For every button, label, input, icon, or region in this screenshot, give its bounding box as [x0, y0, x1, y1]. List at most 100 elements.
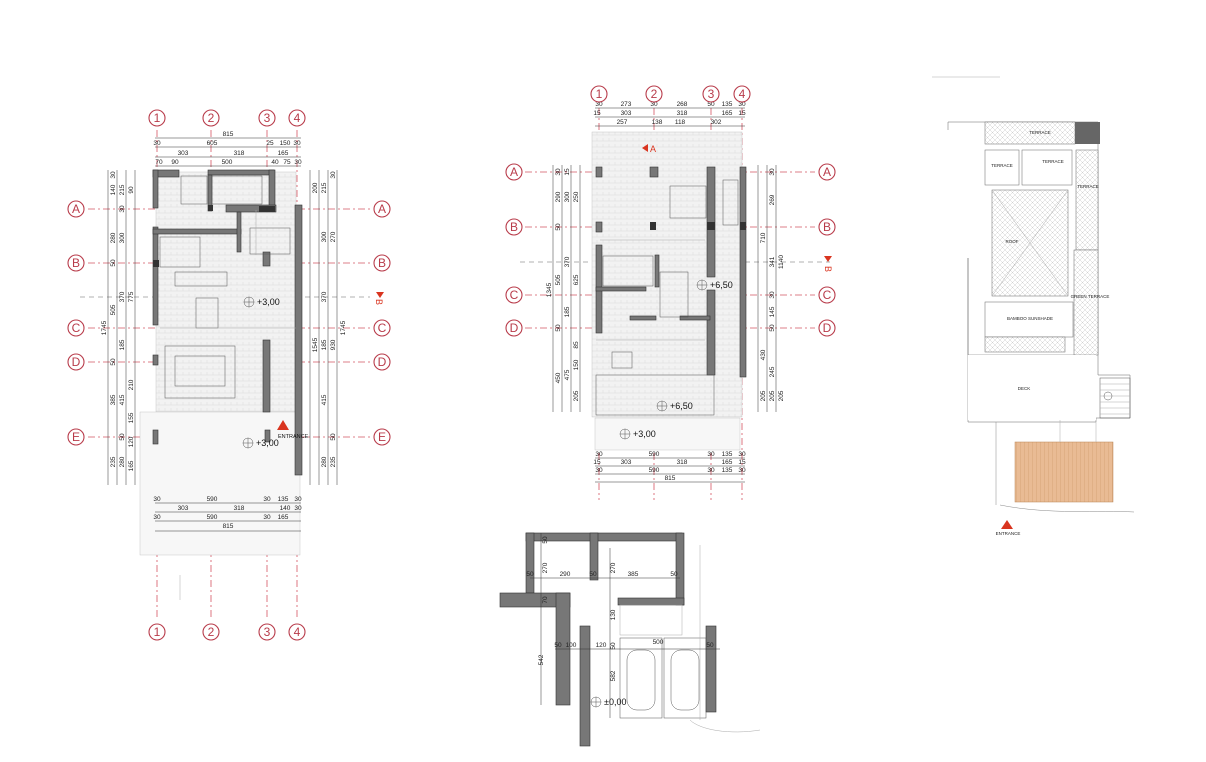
site-label: TERRACE [1042, 159, 1064, 164]
site-label: TERRACE [991, 163, 1013, 168]
axis-bubble-1-mid: 1 [590, 85, 608, 103]
dim-text: 30 [153, 496, 161, 503]
svg-text:B: B [823, 266, 833, 272]
level-marker-garage: ±0,00 [590, 696, 626, 708]
dim-text: 590 [207, 496, 218, 503]
svg-text:D: D [72, 355, 81, 369]
dim-text: 318 [677, 110, 688, 117]
svg-text:B: B [378, 256, 386, 270]
dim-texts-right-side: 200 215 30 300 270 370 1545 185 930 415 … [312, 171, 347, 467]
svg-text:140: 140 [110, 184, 117, 195]
svg-text:370: 370 [564, 256, 571, 267]
svg-text:50: 50 [330, 433, 337, 441]
dim-text: 135 [722, 101, 733, 108]
svg-text:775: 775 [128, 291, 135, 302]
svg-text:2: 2 [651, 87, 658, 101]
svg-text:30: 30 [769, 168, 776, 176]
svg-text:3: 3 [708, 87, 715, 101]
svg-text:120: 120 [596, 642, 607, 649]
svg-text:385: 385 [628, 571, 639, 578]
svg-text:50: 50 [555, 324, 562, 332]
axis-bubble-b-left-l: B [67, 254, 85, 272]
svg-text:C: C [823, 288, 832, 302]
dim-text: 165 [722, 110, 733, 117]
axis-bubble-a-left-r: A [373, 200, 391, 218]
dim-text: 590 [207, 514, 218, 521]
site-wood-deck [1014, 441, 1114, 503]
dim-text: 15 [593, 459, 601, 466]
dim-text: 135 [278, 496, 289, 503]
section-marker-b-left: B [374, 292, 384, 305]
dim-text: 30 [294, 496, 302, 503]
svg-text:50: 50 [526, 571, 534, 578]
section-marker-a: A [642, 144, 656, 154]
site-label: ROOF [1006, 239, 1019, 244]
dim-text: 135 [722, 467, 733, 474]
svg-text:185: 185 [564, 306, 571, 317]
axis-bubble-2-top-left: 2 [202, 109, 220, 127]
svg-text:269: 269 [769, 194, 776, 205]
dim-text: 30 [263, 514, 271, 521]
svg-text:+3,00: +3,00 [257, 297, 280, 307]
svg-text:30: 30 [110, 171, 117, 179]
svg-text:+3,00: +3,00 [256, 438, 279, 448]
svg-text:145: 145 [769, 306, 776, 317]
dim-text: 140 [280, 505, 291, 512]
svg-text:B: B [374, 299, 384, 305]
svg-text:C: C [510, 288, 519, 302]
dim-text: 15 [738, 110, 746, 117]
svg-text:50: 50 [589, 571, 597, 578]
garage-parking [619, 545, 761, 733]
dim-text: 150 [280, 140, 291, 147]
svg-text:120: 120 [128, 436, 135, 447]
svg-text:505: 505 [110, 304, 117, 315]
svg-text:450: 450 [555, 372, 562, 383]
svg-text:A: A [378, 202, 386, 216]
dim-lines-garage [530, 533, 720, 718]
svg-text:930: 930 [330, 339, 337, 350]
dim-text: 25 [266, 140, 274, 147]
dim-text: 318 [234, 150, 245, 157]
dim-lines-mid [552, 107, 777, 483]
svg-text:235: 235 [110, 456, 117, 467]
dim-text: 30 [738, 451, 746, 458]
svg-text:290: 290 [555, 191, 562, 202]
svg-text:280: 280 [321, 456, 328, 467]
svg-text:205: 205 [573, 390, 580, 401]
svg-text:50: 50 [554, 642, 562, 649]
furniture-left [159, 175, 296, 399]
dim-text: 70 [155, 159, 163, 166]
svg-text:±0,00: ±0,00 [604, 697, 626, 707]
svg-text:341: 341 [769, 256, 776, 267]
axis-bubble-a-left-l: A [67, 200, 85, 218]
svg-text:E: E [378, 430, 386, 444]
dim-text: 303 [178, 150, 189, 157]
site-terrace-left [984, 149, 1020, 186]
dim-text: 30 [294, 159, 302, 166]
svg-text:370: 370 [321, 291, 328, 302]
site-green-terrace [1073, 249, 1099, 356]
axis-bubble-3-mid: 3 [702, 85, 720, 103]
svg-text:2: 2 [208, 625, 215, 639]
svg-text:200: 200 [312, 182, 319, 193]
dim-text: 500 [222, 159, 233, 166]
svg-text:270: 270 [610, 562, 617, 573]
svg-text:30: 30 [769, 291, 776, 299]
axis-bubble-d-mid-r: D [818, 319, 836, 337]
svg-text:1345: 1345 [546, 282, 553, 297]
svg-text:710: 710 [760, 232, 767, 243]
svg-text:B: B [823, 220, 831, 234]
axis-bubble-c-mid-l: C [505, 286, 523, 304]
site-stairs [1099, 377, 1131, 419]
dim-side-left [107, 170, 338, 485]
svg-text:130: 130 [610, 609, 617, 620]
svg-text:1745: 1745 [101, 320, 108, 335]
axis-bubble-b-mid-r: B [818, 218, 836, 236]
svg-text:210: 210 [128, 379, 135, 390]
axis-bubble-c-left-r: C [373, 319, 391, 337]
svg-text:C: C [72, 321, 81, 335]
section-marker-b-mid: B [823, 256, 833, 272]
svg-text:215: 215 [119, 184, 126, 195]
svg-text:205: 205 [778, 390, 785, 401]
svg-text:50: 50 [110, 259, 117, 267]
